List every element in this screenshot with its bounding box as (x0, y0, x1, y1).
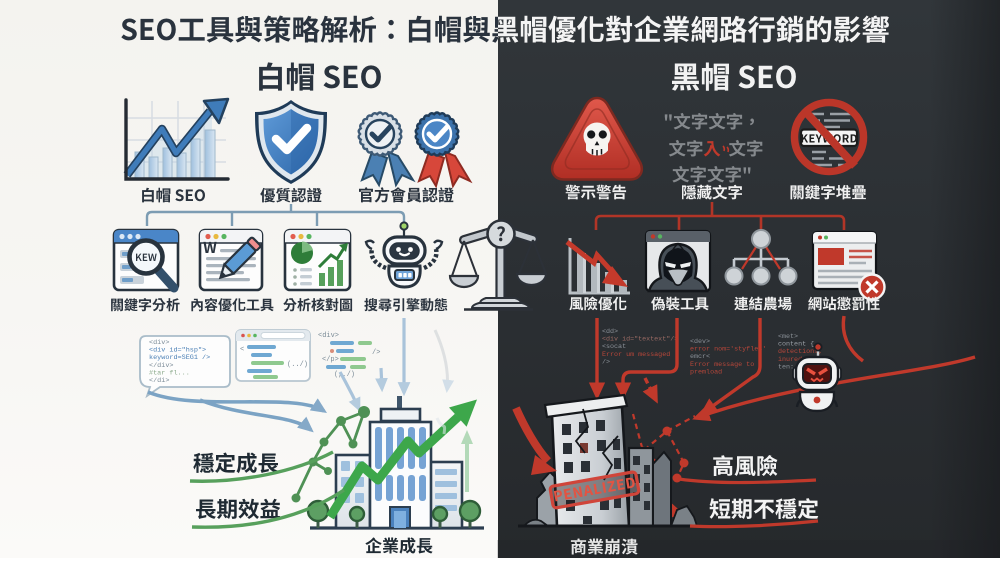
svg-text:premload: premload (690, 368, 722, 376)
svg-text:keyword=SEG1 />: keyword=SEG1 /> (149, 354, 210, 362)
svg-text:emcr<: emcr< (690, 353, 710, 361)
svg-text:<met>: <met> (778, 333, 798, 341)
svg-text:#tar fl...: #tar fl... (149, 369, 190, 377)
svg-text:/>: /> (372, 349, 380, 357)
svg-text:content {: content { (778, 341, 814, 349)
svg-text:</p>: </p> (322, 356, 339, 364)
svg-text:(,,/): (,,/) (334, 371, 355, 379)
svg-text:<div id="textext"/>: <div id="textext"/> (602, 336, 678, 344)
svg-text:ten:: ten: (778, 363, 794, 371)
svg-text:<div>: <div> (149, 339, 169, 347)
svg-text:Error message to: Error message to (690, 361, 754, 369)
svg-text:<dd>: <dd> (602, 328, 618, 336)
svg-text:<dev>: <dev> (690, 338, 710, 346)
svg-text:<socat: <socat (602, 343, 626, 351)
svg-text:(../): (../) (287, 361, 308, 369)
svg-text:<: < (240, 346, 244, 354)
svg-text:<div id="hsp">: <div id="hsp"> (149, 347, 206, 355)
svg-text:</div>: </div> (149, 362, 173, 370)
svg-text:inured{: inured{ (778, 356, 806, 364)
svg-text:<div>: <div> (318, 332, 339, 340)
svg-text:error nom='styfles': error nom='styfles' (690, 346, 766, 354)
svg-text:</di>: </di> (149, 377, 169, 385)
svg-text:Error um messaged: Error um messaged (602, 351, 670, 359)
svg-text:detections;: detections; (778, 348, 822, 356)
svg-text:/>: /> (602, 358, 610, 366)
